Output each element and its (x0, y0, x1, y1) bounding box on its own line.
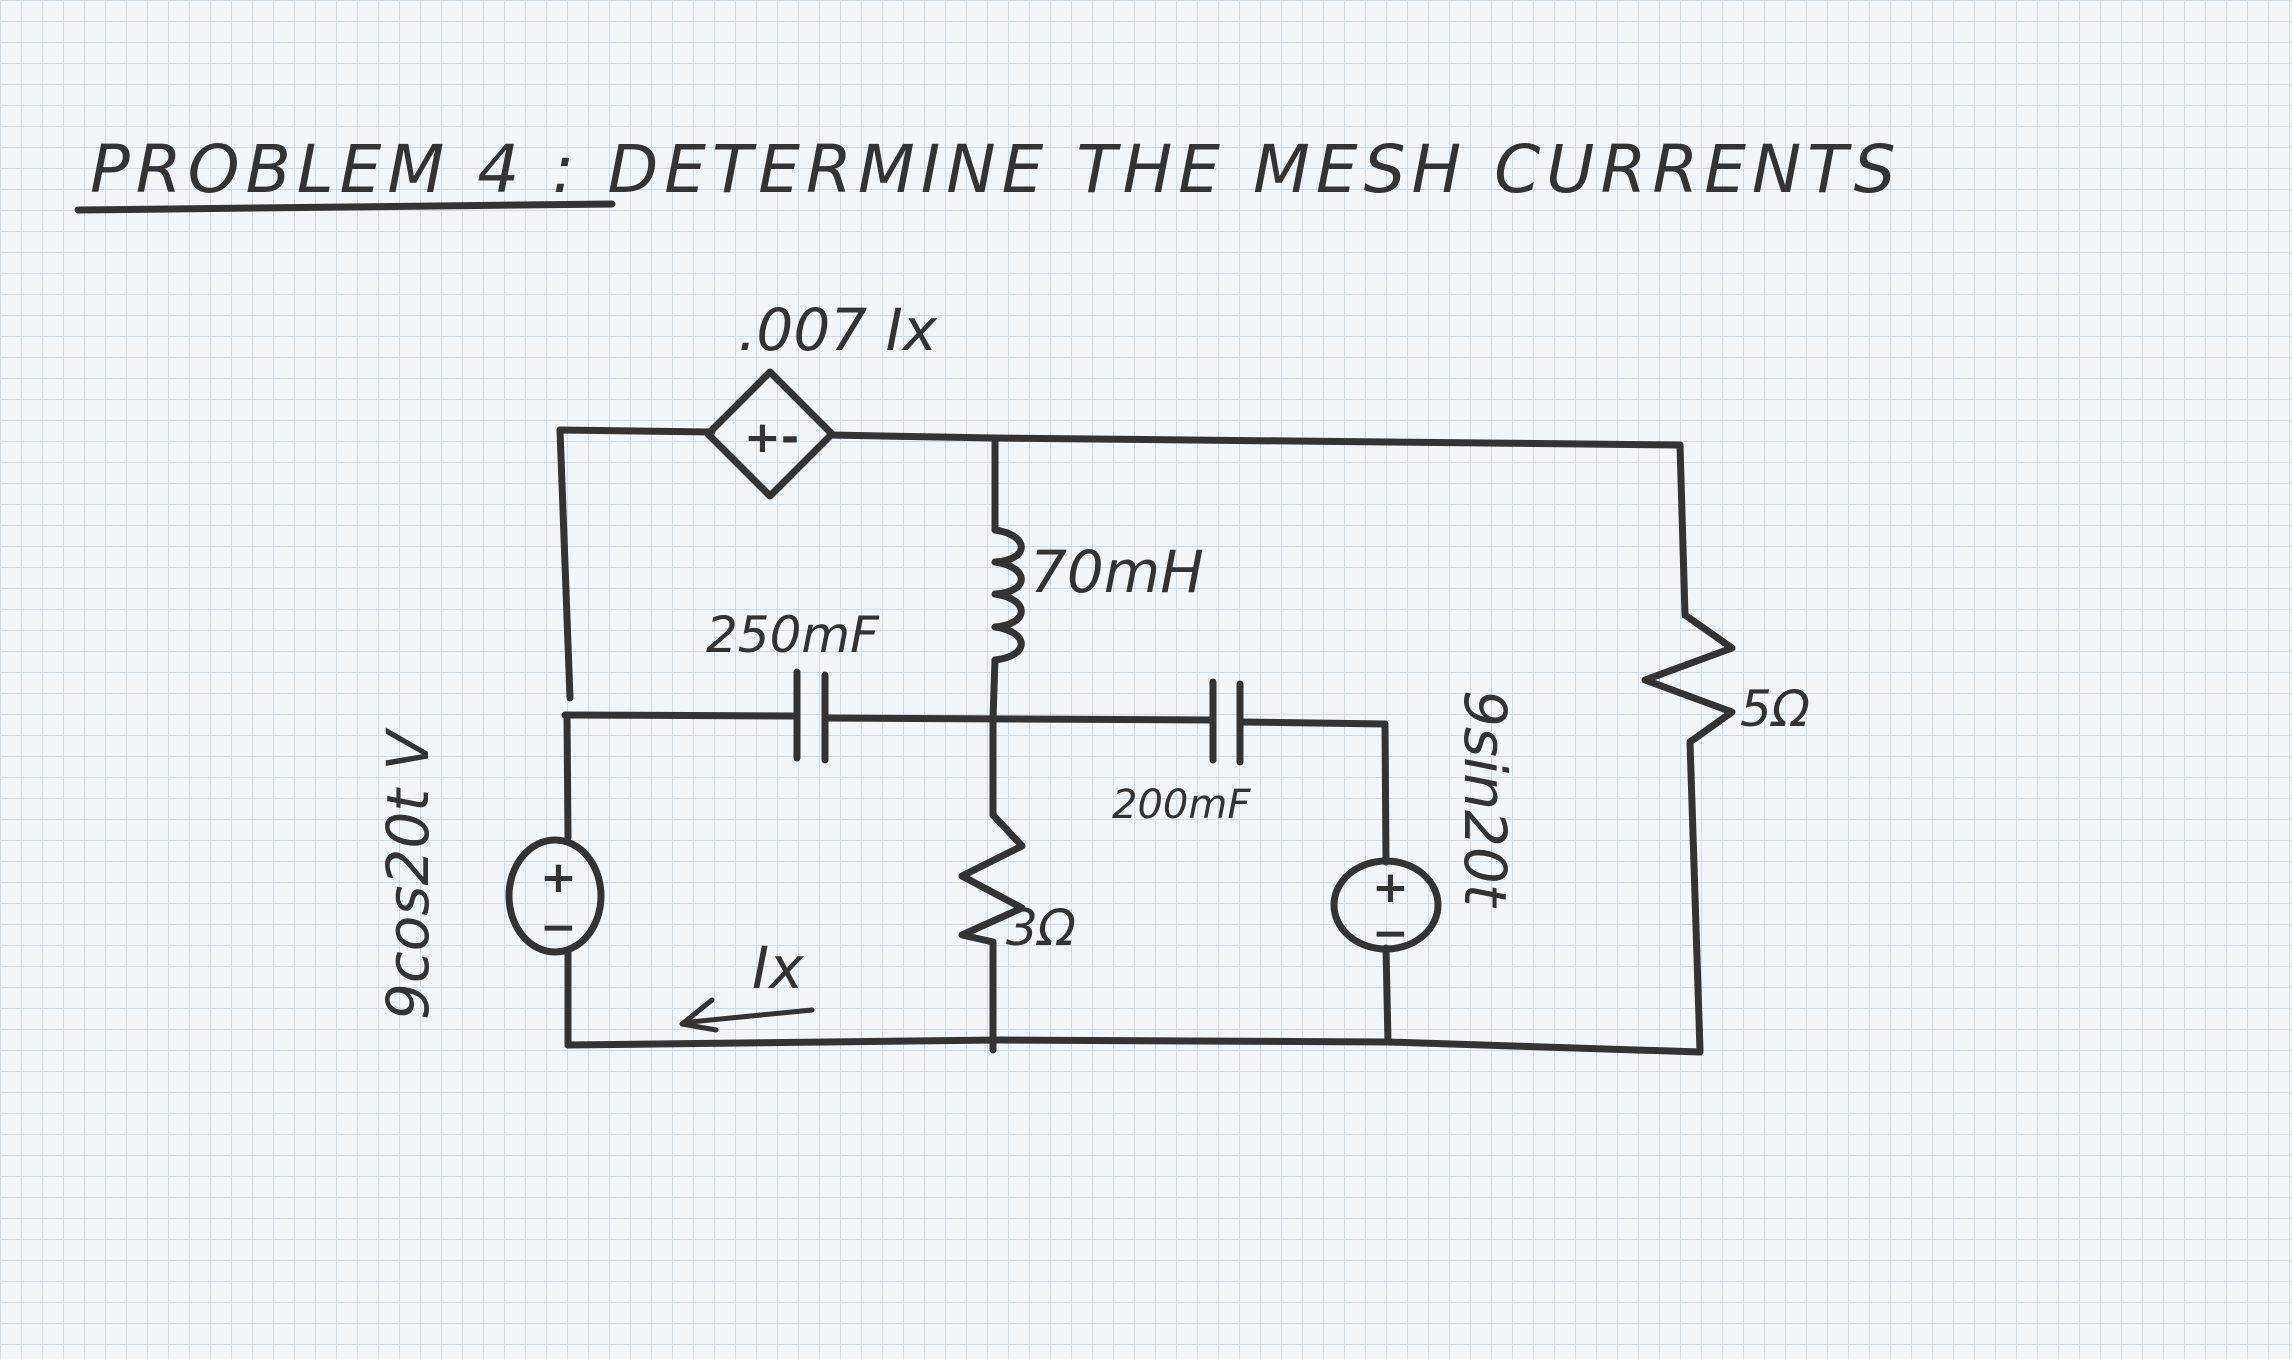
wire-top-right (991, 434, 1684, 449)
source-circle-icon (1330, 857, 1442, 953)
arrowhead-icon (679, 997, 719, 1033)
source-right-label: 9sin20t (1451, 690, 1519, 909)
arrow-left-icon (687, 1007, 815, 1025)
wire-mid-center (822, 714, 1216, 724)
inductor-coil-icon (991, 526, 1025, 664)
wire-left-upper (556, 426, 574, 702)
wire-right-source-top (1381, 720, 1390, 866)
source-left-label: 9cos20t V (374, 727, 442, 1020)
resistor-3-icon (958, 811, 1026, 946)
problem-title: PROBLEM 4 : DETERMINE THE MESH CURRENTS (90, 131, 1902, 208)
wire-top-mid (826, 431, 999, 442)
dependent-source-sign: +- (744, 412, 799, 463)
resistor-middle-label: 3Ω (1006, 899, 1076, 957)
capacitor-left (793, 668, 829, 764)
wire-left-source-top (563, 711, 572, 842)
wire-right-outer-top (1676, 441, 1689, 619)
title-underline (74, 200, 616, 214)
wire-right-source-bottom (1382, 944, 1392, 1046)
inductor-label: 70mH (1030, 538, 1204, 606)
source-right-plus: + (1372, 862, 1409, 913)
source-right-minus: − (1372, 908, 1409, 959)
resistor-5-icon (1641, 611, 1736, 746)
wire-right-outer-bottom (1686, 738, 1704, 1054)
source-left-plus: + (540, 852, 577, 903)
dependent-voltage-source: +- (704, 368, 836, 500)
capacitor-left-label: 250mF (706, 606, 880, 664)
diamond-icon (704, 368, 836, 500)
wire-mid-right (1238, 718, 1389, 728)
current-ix-label: Ix (752, 934, 804, 1002)
circuit-wires (556, 426, 1704, 1056)
wire-mid-left (561, 711, 799, 720)
source-circle-icon (505, 836, 605, 956)
current-ix-arrow (679, 997, 815, 1033)
capacitor-right-label: 200mF (1112, 782, 1251, 828)
dependent-source-label: .007 Ix (738, 296, 938, 364)
capacitor-right (1209, 678, 1244, 766)
wire-bottom (564, 1036, 1704, 1056)
source-left-minus: − (540, 902, 577, 953)
wire-top-left (556, 426, 716, 436)
resistor-right-label: 5Ω (1740, 680, 1810, 738)
voltage-source-left: + − (505, 836, 605, 956)
wire-inductor-bottom (989, 656, 999, 722)
voltage-source-right: + − (1330, 857, 1442, 959)
